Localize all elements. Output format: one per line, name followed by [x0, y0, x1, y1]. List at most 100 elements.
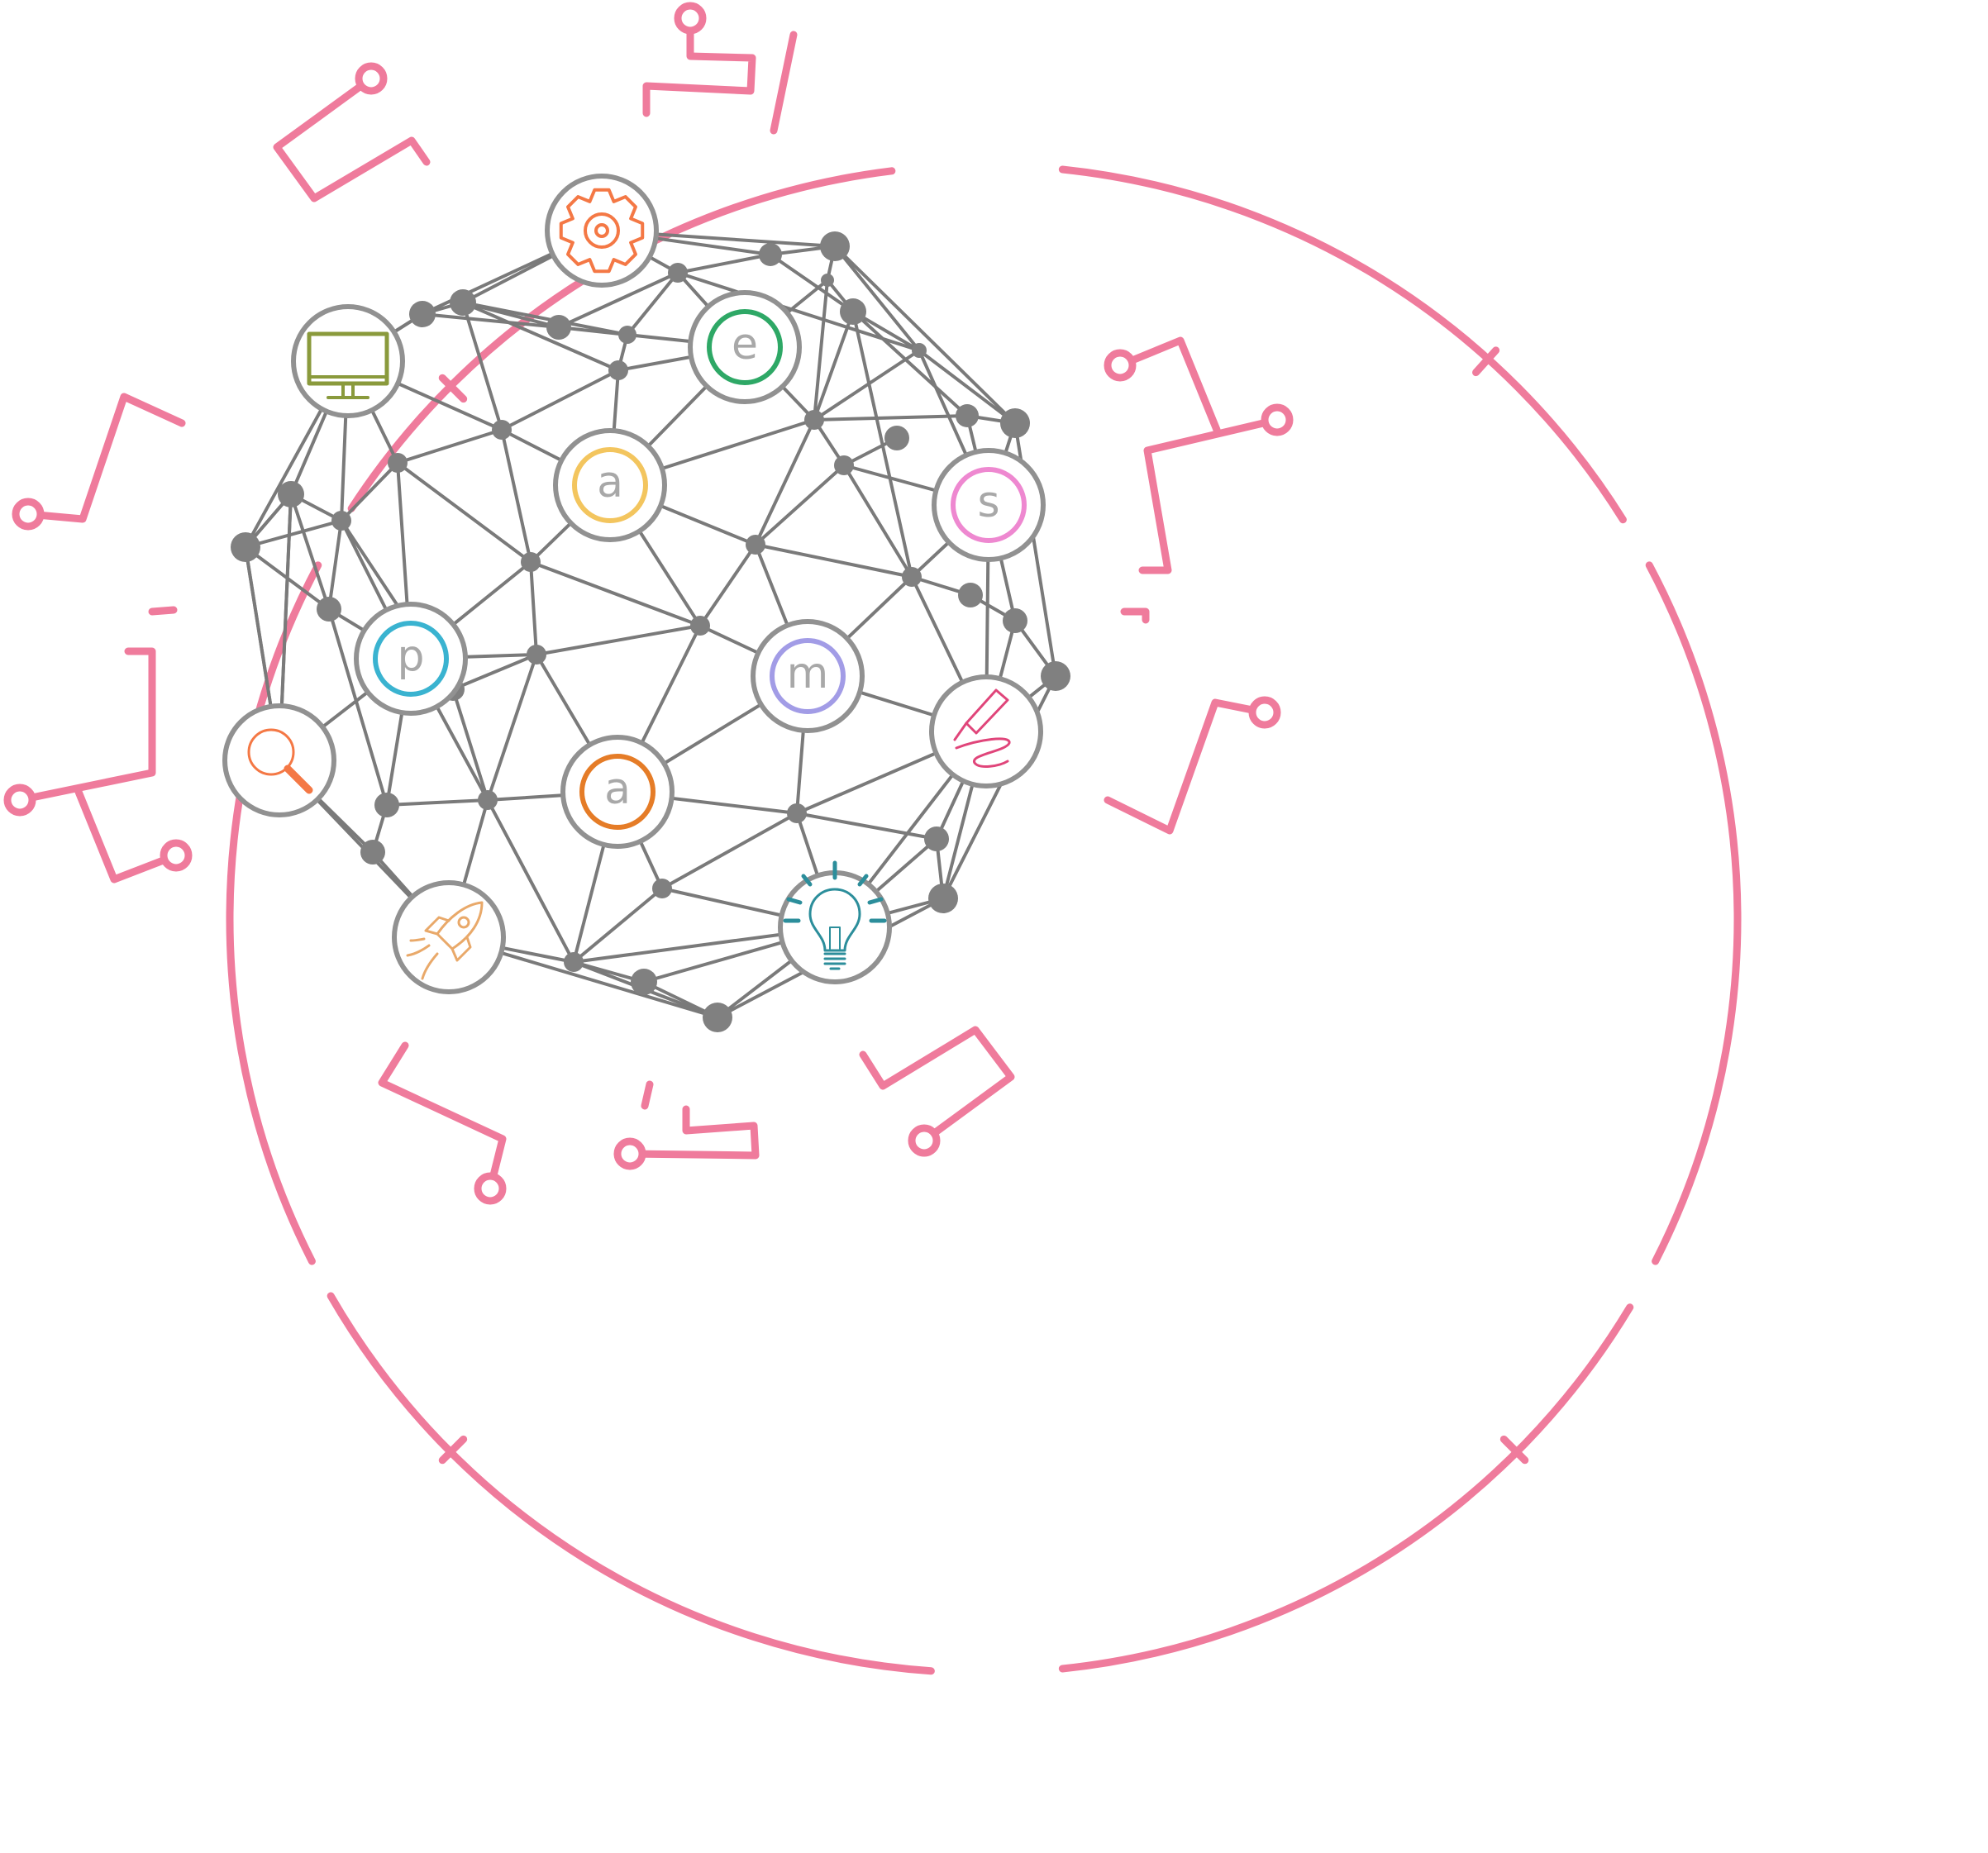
circuit-arc [1058, 165, 1627, 524]
network-edge [572, 887, 664, 964]
circuit-trace [273, 74, 431, 202]
network-node [928, 884, 958, 913]
network-edge [396, 428, 503, 464]
network-edge [451, 653, 538, 691]
network-node [1000, 408, 1030, 438]
network-node [958, 583, 983, 607]
circuit-terminal [1104, 349, 1137, 382]
network-node [821, 274, 834, 287]
circuit-tick [438, 374, 468, 403]
network-edge [698, 543, 757, 627]
letter-a-icon: a [579, 754, 656, 830]
circuit-trace [1116, 336, 1221, 434]
network-edge [813, 279, 829, 422]
circuit-terminal [908, 1124, 941, 1157]
network-node [1041, 661, 1070, 691]
circuit-ring [3, 2, 1742, 1675]
circuit-terminal [160, 839, 193, 872]
circuit-terminal [1261, 403, 1294, 436]
letter-a-bottom-badge: a [560, 735, 675, 849]
circuit-arc [1645, 561, 1742, 1265]
circuit-trace [1138, 416, 1281, 574]
network-node [759, 243, 782, 266]
network-nodes [231, 231, 1070, 1032]
network-node [804, 410, 824, 430]
circuit-terminal [3, 784, 36, 817]
circuit-arc [327, 1292, 935, 1675]
network-node [884, 426, 909, 450]
network-node [1003, 608, 1027, 633]
network-node [746, 535, 765, 555]
letter-e-badge: e [688, 290, 802, 404]
magnifier-badge [222, 703, 336, 817]
circuit-terminal [613, 1137, 646, 1170]
network-edge [529, 560, 702, 627]
svg-text:s: s [977, 478, 999, 527]
network-node [631, 969, 657, 995]
network-node [912, 343, 927, 358]
network-node [478, 790, 498, 810]
rocket-badge [392, 880, 506, 994]
circuit-trace [74, 788, 180, 884]
network-edge [813, 349, 921, 422]
lightbulb-icon [783, 860, 887, 970]
network-edge [626, 271, 679, 336]
letter-p-badge: p [354, 602, 468, 716]
network-node [278, 481, 304, 507]
network-edge [676, 271, 921, 352]
circuit-trace [642, 25, 756, 117]
network-edge [461, 301, 503, 431]
network-edge [421, 312, 560, 329]
network-node [834, 455, 854, 475]
network-edge [660, 812, 799, 890]
network-node [521, 552, 541, 572]
letter-m-badge: m [751, 619, 865, 733]
network-node [231, 532, 260, 562]
network-edge [529, 560, 538, 656]
network-node [956, 404, 979, 427]
circuit-tick [438, 1435, 468, 1465]
network-edge [754, 418, 816, 546]
marker-pen-icon [953, 688, 1011, 768]
network-edge [340, 461, 399, 522]
svg-text:m: m [787, 649, 829, 698]
network-node [492, 420, 512, 440]
circuit-terminal [1248, 696, 1281, 729]
network-node [388, 453, 408, 473]
network-node [331, 511, 351, 531]
letter-s-icon: s [951, 467, 1027, 543]
network-edge [842, 464, 913, 579]
network-edge [289, 493, 331, 611]
network-edge [769, 253, 855, 313]
network-edge [461, 301, 629, 336]
circuit-terminal [12, 498, 45, 531]
network-node [374, 793, 399, 817]
network-edge [244, 519, 343, 549]
network-edge [754, 543, 913, 579]
network-edge [676, 253, 772, 274]
network-edge [813, 310, 855, 422]
network-edge [486, 653, 538, 802]
circuit-trace [24, 393, 186, 523]
network-edge [327, 519, 343, 611]
lightbulb-badge [778, 860, 892, 984]
network-edge [557, 271, 679, 329]
network-edge [486, 798, 575, 964]
network-node [608, 360, 628, 380]
gear-badge [545, 174, 659, 288]
monitor-badge [291, 304, 405, 418]
svg-text:a: a [604, 765, 631, 814]
letter-e-icon: e [707, 309, 783, 385]
network-node [409, 301, 436, 327]
circuit-terminal [474, 1172, 507, 1205]
network-edge [500, 428, 532, 564]
network-node [618, 326, 636, 344]
network-node [527, 645, 546, 665]
circuit-trace [859, 1026, 1015, 1145]
network-node [652, 879, 672, 898]
network-node [690, 616, 710, 636]
network-edge [833, 245, 1017, 425]
network-node [360, 840, 385, 865]
